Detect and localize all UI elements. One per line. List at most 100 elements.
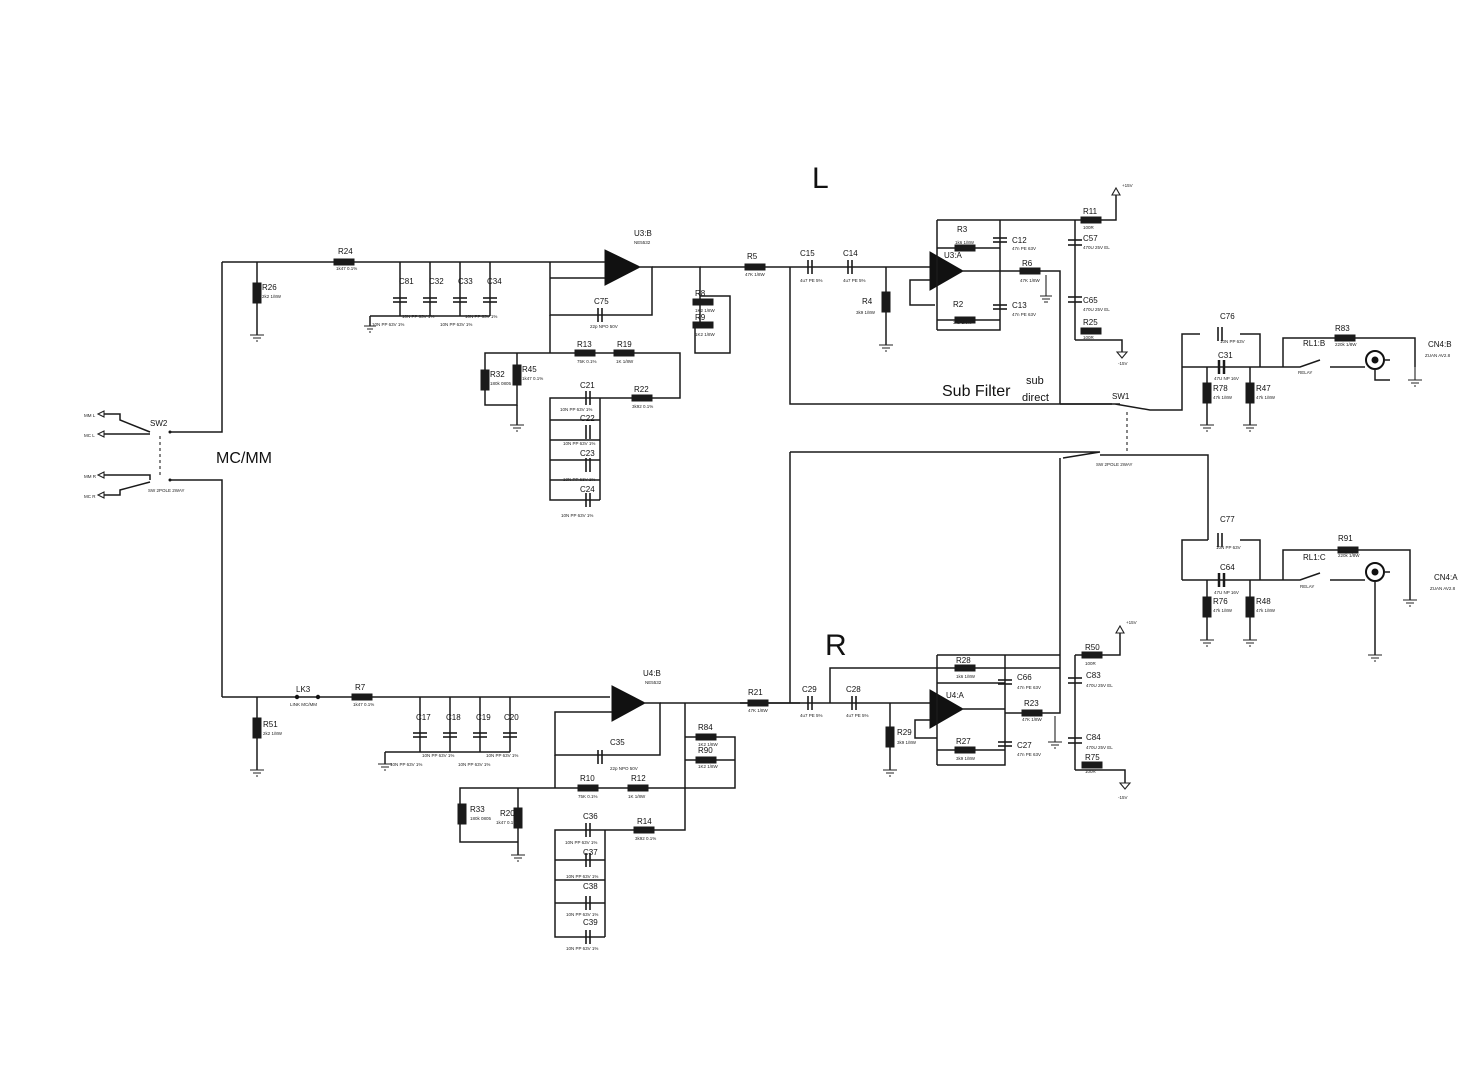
label-sw1-val: SW 2POLE 2WAY xyxy=(1096,462,1133,467)
resistor-r28 xyxy=(954,664,976,672)
label-u4a: U4:A xyxy=(946,691,964,700)
capacitor-c31 xyxy=(1217,360,1226,374)
input-connectors: MM L MC L MM R MC R xyxy=(84,410,151,499)
label-r47: R47 xyxy=(1256,384,1271,393)
resistor-r29 xyxy=(885,726,895,748)
resistor-r22 xyxy=(631,394,653,402)
resistor-r90 xyxy=(695,756,717,764)
label-r23-val: 47K 1/8W xyxy=(1022,717,1043,722)
label-c15: C15 xyxy=(800,249,815,258)
label-u3a: U3:A xyxy=(944,251,962,260)
label-r25-val: 100R xyxy=(1083,335,1095,340)
label-u4b: U4:B xyxy=(643,669,661,678)
label-neg-rail: -15V xyxy=(1118,361,1128,366)
label-r4-val: 3k9 1/8W xyxy=(856,310,876,315)
resistor-r8 xyxy=(692,298,714,306)
u4a-opamp xyxy=(929,689,965,729)
resistor-r78 xyxy=(1202,382,1212,404)
label-r11-val: 100R xyxy=(1083,225,1095,230)
label-c75: C75 xyxy=(594,297,609,306)
label-r24-val: 1k47 0.1% xyxy=(336,266,357,271)
resistor-r47 xyxy=(1245,382,1255,404)
label-r33-val: 180k 0805 xyxy=(470,816,492,821)
label-r5-val: 47K 1/8W xyxy=(745,272,766,277)
resistor-r45 xyxy=(512,364,522,386)
capacitor-c37 xyxy=(585,853,591,867)
label-c66: C66 xyxy=(1017,673,1032,682)
label-c17-val: 10N PP 63V 1% xyxy=(422,753,454,758)
label-relay: RELAY xyxy=(1298,370,1312,375)
input-label: MC R xyxy=(84,494,96,499)
label-c22: C22 xyxy=(580,414,595,423)
label-r5: R5 xyxy=(747,252,758,261)
label-c32: C32 xyxy=(429,277,444,286)
right-riaa-network: C35 22p NPO 50V R10 75K 0.1% R12 1K 1/8W… xyxy=(457,702,800,951)
capacitor-c36 xyxy=(585,823,591,837)
label-pos-rail: +15V xyxy=(1126,620,1137,625)
resistor-r76 xyxy=(1202,596,1212,618)
label-r13: R13 xyxy=(577,340,592,349)
label-c22-val: 10N PP 63V 1% xyxy=(563,441,595,446)
label-r78: R78 xyxy=(1213,384,1228,393)
resistor-r75 xyxy=(1081,761,1103,769)
label-c13: C13 xyxy=(1012,301,1027,310)
label-c64-val: 47U NP 16V xyxy=(1214,590,1239,595)
resistor-r7 xyxy=(351,693,373,701)
label-r10-val: 75K 0.1% xyxy=(578,794,598,799)
label-c64: C64 xyxy=(1220,563,1235,572)
resistor-r6 xyxy=(1019,267,1041,275)
label-r76-val: 47k 1/8W xyxy=(1213,608,1233,613)
label-r48-val: 47k 1/8W xyxy=(1256,608,1276,613)
label-sw2-val: SW 2POLE 2WAY xyxy=(148,488,185,493)
label-c23-val: 10N PP 63V 1% xyxy=(563,477,595,482)
capacitor-c12 xyxy=(993,237,1007,243)
resistor-r83 xyxy=(1334,334,1356,342)
capacitor-c33 xyxy=(453,297,467,303)
label-c81: C81 xyxy=(399,277,414,286)
label-r84-val: 1K2 1/8W xyxy=(698,742,719,747)
label-r28-val: 1k6 1/8W xyxy=(956,674,976,679)
label-r51-val: 2k2 1/8W xyxy=(263,731,283,736)
label-r3-val: 1k6 1/8W xyxy=(955,240,975,245)
label-c13-val: 47n PE 63V xyxy=(1012,312,1036,317)
u4b-opamp: U4:B NE5532 xyxy=(554,669,662,756)
label-c39: C39 xyxy=(583,918,598,927)
label-r76: R76 xyxy=(1213,597,1228,606)
capacitor-c66 xyxy=(998,679,1012,685)
label-c24-val: 10N PP 63V 1% xyxy=(561,513,593,518)
resistor-r14 xyxy=(633,826,655,834)
label-r6: R6 xyxy=(1022,259,1033,268)
label-c77-val: 10N PP 63V xyxy=(1216,545,1241,550)
label-c24: C24 xyxy=(580,485,595,494)
label-c34-val: 10N PP 63V 1% xyxy=(440,322,472,327)
label-c27-val: 47n PE 63V xyxy=(1017,752,1041,757)
capacitor-c17 xyxy=(413,732,427,738)
label-c36-val: 10N PP 63V 1% xyxy=(565,840,597,845)
left-riaa-network: C75 22p NPO 50V R13 75K 0.1% R19 1K 1/8W… xyxy=(480,266,731,518)
capacitor-c19 xyxy=(473,732,487,738)
label-c34: C34 xyxy=(487,277,502,286)
label-r29-val: 3k9 1/8W xyxy=(897,740,917,745)
label-c83: C83 xyxy=(1086,671,1101,680)
input-label: MC L xyxy=(84,433,95,438)
label-r7: R7 xyxy=(355,683,366,692)
capacitor-c57 xyxy=(1068,239,1082,246)
label-c18: C18 xyxy=(446,713,461,722)
capacitor-c39 xyxy=(585,930,591,944)
capacitor-c75 xyxy=(597,308,603,322)
capacitor-c14 xyxy=(847,260,853,274)
label-cn4a-val: ZUAN AV2.8 xyxy=(1430,586,1456,591)
resistor-r33 xyxy=(457,803,467,825)
label-r75-val: 100R xyxy=(1085,769,1097,774)
resistor-r32 xyxy=(480,369,490,391)
capacitor-c64 xyxy=(1217,573,1226,587)
sub-label: sub xyxy=(1026,375,1044,387)
label-c37: C37 xyxy=(583,848,598,857)
label-c36: C36 xyxy=(583,812,598,821)
label-r8-val: 1K2 1/8W xyxy=(695,308,716,313)
label-r24: R24 xyxy=(338,247,353,256)
label-c14-val: 4u7 PE 5% xyxy=(843,278,866,283)
label-c29-val: 4u7 PE 5% xyxy=(800,713,823,718)
label-u3b-val: NE5532 xyxy=(634,240,651,245)
